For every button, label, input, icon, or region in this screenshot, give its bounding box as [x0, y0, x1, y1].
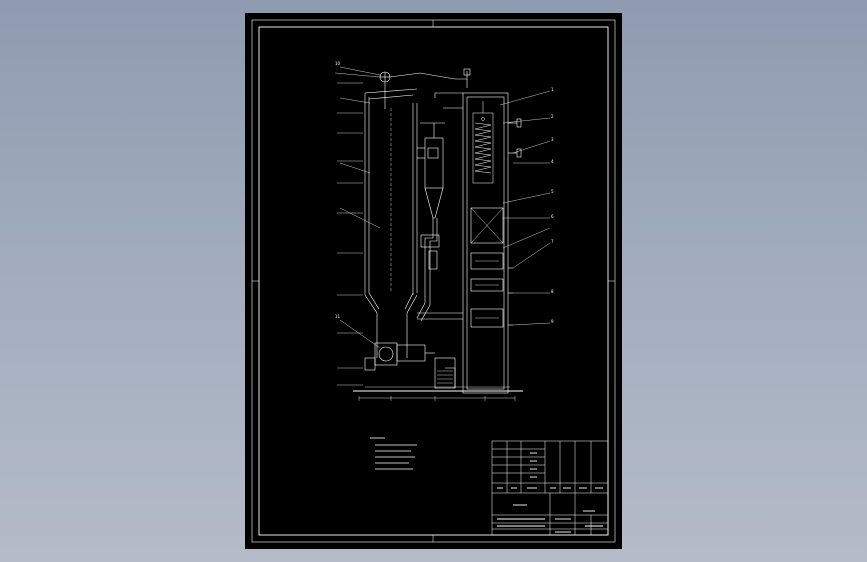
frame-ticks: [252, 20, 615, 542]
drawing-sheet: 1 2 3 4 5 6 7 8 9 10 11: [245, 13, 622, 549]
callout-10: 10: [335, 61, 341, 66]
steam-drum: [334, 68, 471, 109]
outer-frame: [251, 19, 616, 543]
air-heater-2: [470, 278, 504, 292]
callout-numbers: 1 2 3 4 5 6 7 8 9 10 11: [335, 61, 554, 324]
leader-lines-left: [339, 66, 381, 349]
bottom-equipment: [364, 342, 456, 389]
callout-2: 2: [551, 114, 554, 119]
flue-duct: [417, 92, 463, 320]
callout-1: 1: [551, 87, 554, 92]
callout-8: 8: [551, 289, 554, 294]
superheater-coils: [472, 101, 494, 184]
backpass-column: [462, 92, 522, 394]
furnace-column: [364, 88, 418, 358]
return-leg: [416, 218, 440, 322]
callout-5: 5: [551, 189, 554, 194]
air-heater-1: [470, 252, 504, 270]
boiler-cad-drawing: 1 2 3 4 5 6 7 8 9 10 11: [251, 19, 616, 543]
cyclone-separator: [417, 122, 445, 219]
callout-7: 7: [551, 239, 554, 244]
ground-line: [353, 386, 523, 401]
title-block: [491, 440, 609, 536]
air-heater-3: [470, 308, 504, 328]
callout-9: 9: [551, 319, 554, 324]
leader-lines-right: [499, 90, 551, 326]
notes-block: [370, 437, 417, 470]
elevation-marks-left: [337, 82, 363, 386]
callout-6: 6: [551, 214, 554, 219]
callout-11: 11: [335, 314, 341, 319]
inner-frame: [258, 26, 609, 536]
callout-3: 3: [551, 137, 554, 142]
economizer: [470, 207, 504, 244]
callout-4: 4: [551, 159, 554, 164]
